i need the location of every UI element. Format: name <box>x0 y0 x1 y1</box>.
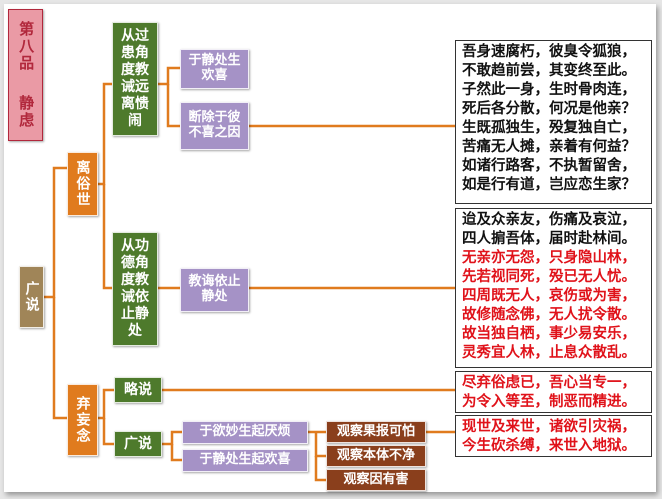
node-yuyumiao: 于欲妙生起厌烦 <box>182 421 308 444</box>
verse-line: 故当独自栖，事少易安乐， <box>462 326 636 342</box>
node-qiwangnian: 弃妄念 <box>67 384 98 456</box>
verse-line: 先若视同死，殁已无人忧。 <box>462 269 636 285</box>
verse-line: 无亲亦无怨，只身隐山林， <box>462 250 636 266</box>
verse-line: 灵秀宜人林，止息众散乱。 <box>462 345 636 361</box>
chapter-title-line2: 静虑 <box>17 94 36 129</box>
verse-block-2: 迨及众亲友，伤痛及哀泣， 四人掮吾体，届时赴林间。 无亲亦无怨，只身隐山林， 先… <box>455 208 652 368</box>
node-guangshuo-sub: 广说 <box>114 431 162 457</box>
node-lueshuo: 略说 <box>114 377 162 403</box>
chapter-title: 第八品 静虑 <box>8 9 43 141</box>
node-congguo: 从过患角度教诫远离愦闹 <box>112 22 158 136</box>
verse-line: 故修随念佛，无人扰令散。 <box>462 307 636 323</box>
node-yujingchu2: 于静处生起欢喜 <box>182 449 308 472</box>
verse-line: 四周既无人，哀伤或为害， <box>462 288 636 304</box>
verse-line: 苦痛无人摊，亲着有何益？ <box>462 139 636 155</box>
verse-line: 吾身速腐朽，彼臭令狐狼， <box>462 44 636 60</box>
verse-line: 死后各分散，何况是他亲？ <box>462 101 636 117</box>
node-jiaohui: 教诲依止静处 <box>180 268 249 312</box>
verse-line: 四人掮吾体，届时赴林间。 <box>462 231 636 247</box>
verse-block-4: 现世及来世，诸欲引灾祸， 今生砍杀缚，来世入地狱。 <box>455 415 652 457</box>
verse-block-1: 吾身速腐朽，彼臭令狐狼， 不敢趋前尝，其变终至此。 子然此一身，生时骨肉连， 死… <box>455 40 652 204</box>
chapter-title-line1: 第八品 <box>17 21 36 73</box>
node-guanchabenti: 观察本体不净 <box>326 445 426 467</box>
node-yujingchu: 于静处生欢喜 <box>180 49 249 89</box>
node-duanchu: 断除于彼不喜之因 <box>180 102 249 150</box>
node-guangshuo-root: 广说 <box>19 266 44 328</box>
node-conggongde: 从功德角度教诫依止静处 <box>112 232 158 346</box>
node-lisushi: 离俗世 <box>67 152 98 216</box>
verse-line: 为令入等至，制恶而精进。 <box>462 394 636 410</box>
verse-line: 尽弃俗虑已，吾心当专一， <box>462 375 636 391</box>
verse-line: 不敢趋前尝，其变终至此。 <box>462 63 636 79</box>
verse-block-3: 尽弃俗虑已，吾心当专一， 为令入等至，制恶而精进。 <box>455 371 652 413</box>
node-guanchayin: 观察因有害 <box>326 469 426 491</box>
verse-line: 如是行有道，岂应恋生家？ <box>462 177 636 193</box>
verse-line: 子然此一身，生时骨肉连， <box>462 82 636 98</box>
verse-line: 如诸行路客，不执暂留舍， <box>462 158 636 174</box>
verse-line: 迨及众亲友，伤痛及哀泣， <box>462 212 636 228</box>
verse-line: 现世及来世，诸欲引灾祸， <box>462 419 636 435</box>
node-guanchaguobao: 观察果报可怕 <box>326 421 426 443</box>
verse-line: 生既孤独生，殁复独自亡， <box>462 120 636 136</box>
verse-line: 今生砍杀缚，来世入地狱。 <box>462 438 636 454</box>
